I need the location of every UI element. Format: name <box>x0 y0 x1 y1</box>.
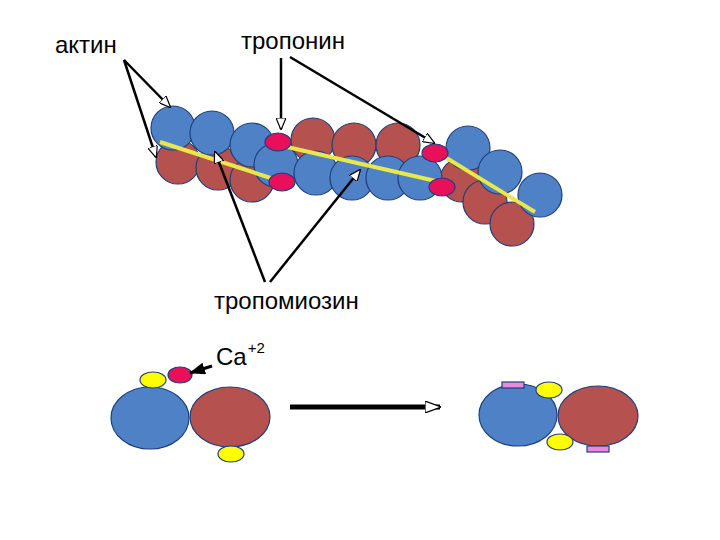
ion-label: Ca <box>216 344 247 370</box>
leader-lines <box>124 57 434 282</box>
cross-section <box>111 367 638 462</box>
part-label: тропомиозин <box>214 288 359 314</box>
part-label: тропонин <box>241 28 345 54</box>
calcium-arrow <box>190 366 212 373</box>
charge-label: +2 <box>248 340 265 357</box>
transition-arrow <box>290 405 440 410</box>
part-label: актин <box>55 32 117 58</box>
